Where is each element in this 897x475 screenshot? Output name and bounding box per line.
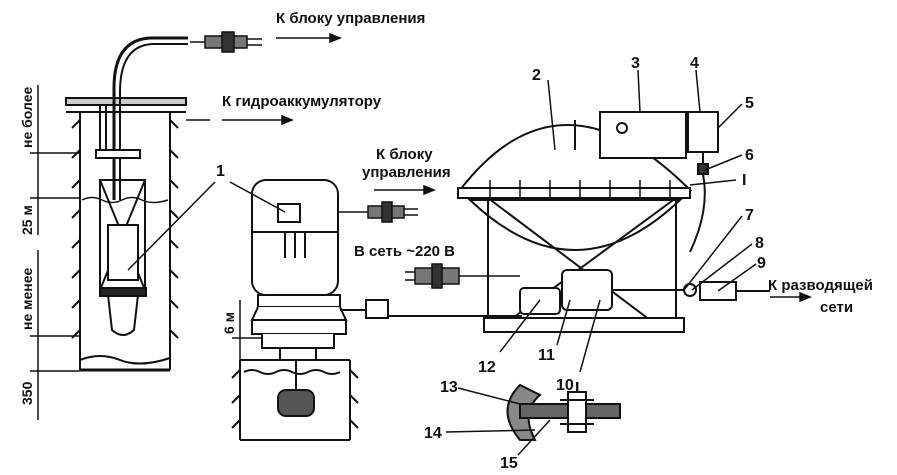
arrow-icon	[770, 291, 813, 303]
connector-plug-icon	[338, 201, 418, 223]
dim-not-less: не менее	[19, 267, 35, 330]
section-mark-top: I	[742, 172, 746, 189]
label-to-control-unit-mid-1: К блоку	[376, 146, 433, 163]
callout-7: 7	[745, 207, 754, 224]
dim-25m: 25 м	[19, 205, 35, 235]
dim-350: 350	[19, 381, 35, 405]
arrow-icon	[186, 114, 295, 126]
dim-6m-lines	[232, 300, 262, 360]
surface-pump	[250, 179, 348, 361]
leader-line	[689, 179, 737, 186]
callout-3: 3	[631, 55, 640, 72]
callout-numbers: 1 2 3 4 5 6 7 8 9 10 11 12 13 14 15	[216, 55, 766, 472]
control-box	[599, 111, 719, 253]
callout-12: 12	[478, 359, 496, 376]
label-to-control-unit-mid-2: управления	[362, 164, 451, 181]
callout-2: 2	[532, 67, 541, 84]
arrow-icon	[374, 184, 437, 196]
callout-14: 14	[424, 425, 442, 442]
callout-9: 9	[757, 255, 766, 272]
mains-plug-icon	[405, 263, 520, 289]
label-to-distribution-2: сети	[820, 299, 853, 316]
dim-not-more: не более	[19, 87, 35, 148]
callout-leaders	[127, 69, 757, 456]
callout-1: 1	[216, 163, 225, 180]
dim-6m: 6 м	[221, 312, 237, 334]
deep-well	[65, 36, 188, 372]
section-mark-bottom: I	[575, 380, 579, 397]
suction-pit	[231, 359, 359, 441]
callout-8: 8	[755, 235, 764, 252]
connector-plug-icon	[190, 31, 262, 53]
label-to-distribution-1: К разводящей	[768, 277, 873, 294]
flange-detail	[506, 383, 621, 441]
arrow-icon	[276, 32, 343, 44]
callout-11: 11	[538, 347, 555, 364]
pressure-pipe	[340, 299, 522, 319]
callout-10: 10	[556, 377, 574, 394]
label-to-mains: В сеть ~220 В	[354, 243, 455, 260]
label-to-control-unit-top: К блоку управления	[276, 10, 425, 27]
label-to-accumulator: К гидроаккумулятору	[222, 93, 382, 110]
callout-5: 5	[745, 95, 754, 112]
callout-13: 13	[440, 379, 458, 396]
depth-dimension-lines	[30, 85, 80, 420]
callout-15: 15	[500, 455, 518, 472]
callout-4: 4	[690, 55, 699, 72]
callout-6: 6	[745, 147, 754, 164]
